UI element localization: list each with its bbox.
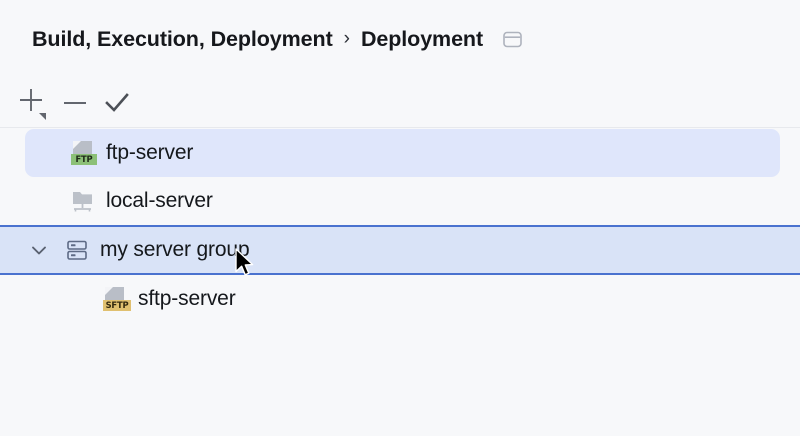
breadcrumb-separator: › [343,27,350,49]
breadcrumb-root[interactable]: Build, Execution, Deployment [32,26,333,51]
server-group-icon [64,237,90,263]
ftp-badge-label: FTP [71,154,97,165]
deployment-server-list[interactable]: FTP ftp-server local-server [0,129,800,436]
add-button[interactable] [8,82,54,124]
chevron-down-icon[interactable] [28,239,50,261]
local-folder-server-icon [70,188,96,214]
list-item-label: local-server [106,189,213,212]
list-toolbar [0,78,800,128]
list-item-label: my server group [100,238,250,261]
list-item-local-server[interactable]: local-server [0,177,800,225]
sftp-badge-label: SFTP [103,300,131,311]
list-item-sftp-server[interactable]: SFTP sftp-server [0,275,800,323]
list-item-label: ftp-server [106,141,194,164]
list-item-label: sftp-server [138,287,236,310]
window-frame-icon[interactable] [502,29,522,49]
list-item-my-server-group[interactable]: my server group [0,225,800,275]
sftp-server-icon: SFTP [102,286,131,312]
remove-button[interactable] [54,82,96,124]
ftp-server-icon: FTP [70,140,97,166]
apply-button[interactable] [96,82,138,124]
list-item-ftp-server[interactable]: FTP ftp-server [25,129,780,177]
page-title: Deployment [360,26,484,51]
breadcrumb: Build, Execution, Deployment › Deploymen… [0,0,800,78]
